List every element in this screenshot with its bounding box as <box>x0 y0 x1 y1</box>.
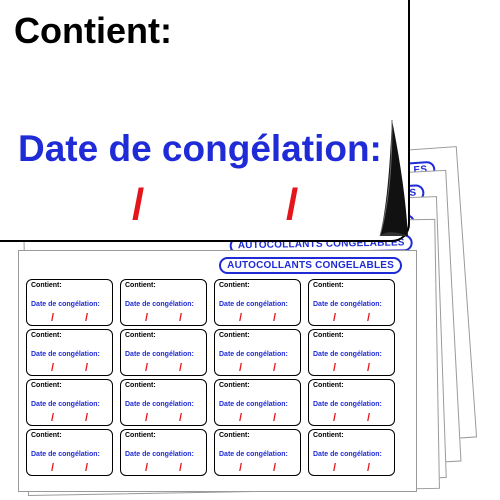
cell-contient: Contient: <box>313 282 344 289</box>
cell-contient: Contient: <box>219 432 250 439</box>
cell-slash: / <box>51 362 55 374</box>
cell-slash: / <box>85 462 89 474</box>
cell-date: Date de congélation: <box>313 301 382 308</box>
cell-slash: / <box>179 412 183 424</box>
cell-contient: Contient: <box>313 382 344 389</box>
label-cell[interactable]: Contient: Date de congélation: / / <box>308 379 395 426</box>
label-grid: Contient: Date de congélation: / / Contient… <box>26 279 395 476</box>
cell-contient: Contient: <box>125 282 156 289</box>
cell-slash: / <box>333 412 337 424</box>
label-cell[interactable]: Contient: Date de congélation: / / <box>214 429 301 476</box>
label-cell[interactable]: Contient: Date de congélation: / / <box>214 279 301 326</box>
label-cell[interactable]: Contient: Date de congélation: / / <box>308 329 395 376</box>
cell-contient: Contient: <box>313 432 344 439</box>
big-contient-label: Contient: <box>14 10 172 51</box>
cell-slash: / <box>367 412 371 424</box>
label-cell[interactable]: Contient: Date de congélation: / / <box>26 429 113 476</box>
cell-date: Date de congélation: <box>313 401 382 408</box>
cell-slash: / <box>145 462 149 474</box>
cell-date: Date de congélation: <box>125 401 194 408</box>
cell-date: Date de congélation: <box>219 401 288 408</box>
cell-slash: / <box>85 412 89 424</box>
cell-slash: / <box>51 312 55 324</box>
label-cell[interactable]: Contient: Date de congélation: / / <box>26 279 113 326</box>
label-cell[interactable]: Contient: Date de congélation: / / <box>26 329 113 376</box>
label-cell[interactable]: Contient: Date de congélation: / / <box>214 379 301 426</box>
label-cell[interactable]: Contient: Date de congélation: / / <box>308 429 395 476</box>
cell-slash: / <box>273 412 277 424</box>
front-sheet-title: AUTOCOLLANTS CONGELABLES <box>219 257 402 274</box>
cell-date: Date de congélation: <box>219 301 288 308</box>
cell-contient: Contient: <box>219 332 250 339</box>
cell-contient: Contient: <box>219 382 250 389</box>
big-date-label: Date de congélation: <box>18 128 382 169</box>
cell-date: Date de congélation: <box>219 451 288 458</box>
label-cell[interactable]: Contient: Date de congélation: / / <box>120 429 207 476</box>
cell-slash: / <box>239 312 243 324</box>
front-sheet: AUTOCOLLANTS CONGELABLES Contient: Date d… <box>18 250 417 492</box>
cell-date: Date de congélation: <box>219 351 288 358</box>
label-cell[interactable]: Contient: Date de congélation: / / <box>214 329 301 376</box>
cell-slash: / <box>367 312 371 324</box>
label-cell[interactable]: Contient: Date de congélation: / / <box>120 379 207 426</box>
cell-slash: / <box>333 362 337 374</box>
cell-date: Date de congélation: <box>31 451 100 458</box>
cell-date: Date de congélation: <box>313 351 382 358</box>
cell-contient: Contient: <box>125 432 156 439</box>
cell-contient: Contient: <box>313 332 344 339</box>
enlarged-label: Contient: Date de congélation: / / <box>0 0 410 242</box>
cell-slash: / <box>239 462 243 474</box>
cell-date: Date de congélation: <box>313 451 382 458</box>
label-cell[interactable]: Contient: Date de congélation: / / <box>308 279 395 326</box>
cell-date: Date de congélation: <box>125 351 194 358</box>
cell-slash: / <box>145 362 149 374</box>
cell-contient: Contient: <box>31 432 62 439</box>
cell-slash: / <box>367 362 371 374</box>
cell-date: Date de congélation: <box>31 301 100 308</box>
cell-slash: / <box>85 312 89 324</box>
cell-date: Date de congélation: <box>31 351 100 358</box>
cell-date: Date de congélation: <box>125 301 194 308</box>
label-cell[interactable]: Contient: Date de congélation: / / <box>120 329 207 376</box>
cell-contient: Contient: <box>125 332 156 339</box>
cell-slash: / <box>85 362 89 374</box>
cell-slash: / <box>145 412 149 424</box>
cell-contient: Contient: <box>125 382 156 389</box>
cell-contient: Contient: <box>31 332 62 339</box>
label-cell[interactable]: Contient: Date de congélation: / / <box>26 379 113 426</box>
peel-corner-icon <box>379 119 408 237</box>
cell-slash: / <box>367 462 371 474</box>
big-slash-right: / <box>286 180 299 229</box>
cell-date: Date de congélation: <box>125 451 194 458</box>
cell-slash: / <box>273 462 277 474</box>
cell-slash: / <box>239 412 243 424</box>
cell-slash: / <box>333 462 337 474</box>
cell-contient: Contient: <box>219 282 250 289</box>
cell-slash: / <box>273 312 277 324</box>
cell-slash: / <box>179 362 183 374</box>
cell-slash: / <box>333 312 337 324</box>
cell-contient: Contient: <box>31 282 62 289</box>
cell-slash: / <box>179 312 183 324</box>
cell-date: Date de congélation: <box>31 401 100 408</box>
label-cell[interactable]: Contient: Date de congélation: / / <box>120 279 207 326</box>
cell-slash: / <box>273 362 277 374</box>
cell-slash: / <box>51 462 55 474</box>
big-slash-left: / <box>132 180 145 229</box>
cell-slash: / <box>239 362 243 374</box>
cell-slash: / <box>145 312 149 324</box>
cell-slash: / <box>51 412 55 424</box>
cell-contient: Contient: <box>31 382 62 389</box>
cell-slash: / <box>179 462 183 474</box>
